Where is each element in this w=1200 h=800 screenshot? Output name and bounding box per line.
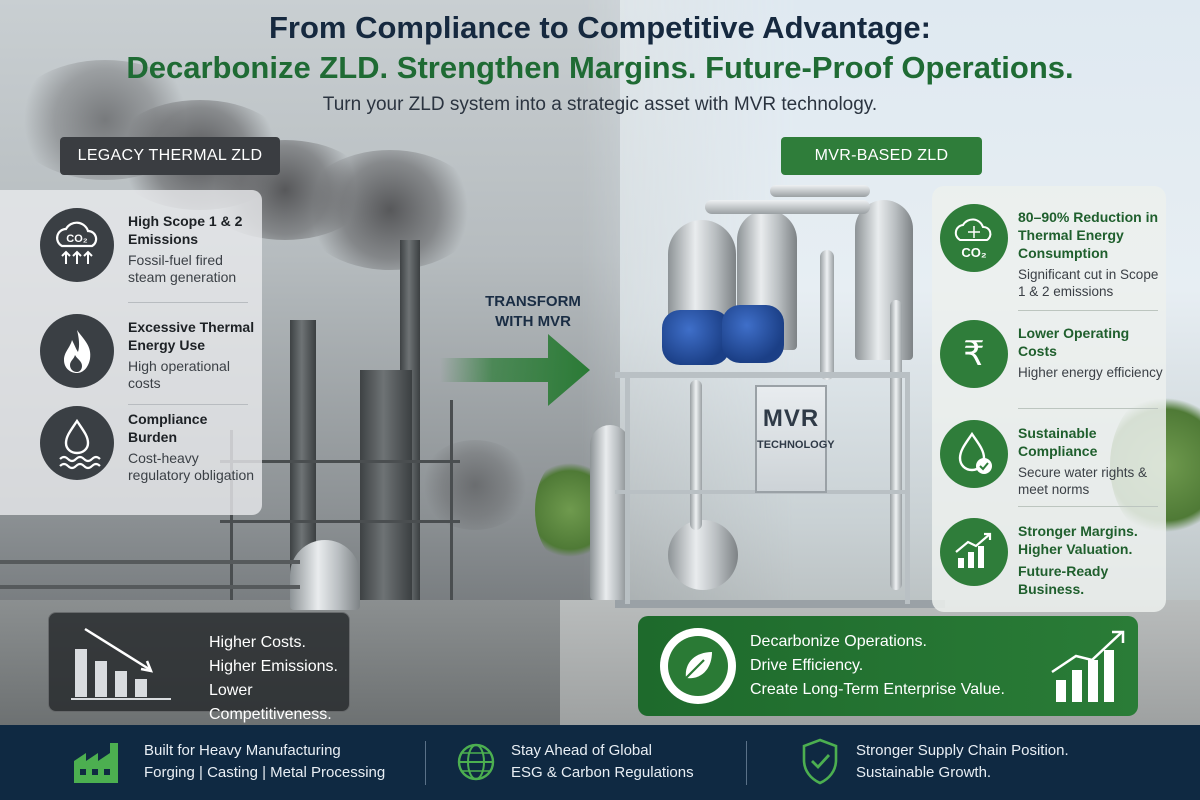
pipe-rack (0, 560, 300, 564)
compressor-motor (722, 305, 784, 363)
legacy-summary-line: Higher Costs. (209, 634, 306, 651)
water-check-icon (940, 420, 1008, 488)
mvr-sign-subtitle: TECHNOLOGY (757, 439, 835, 451)
transform-arrow-icon (440, 334, 590, 406)
divider (1018, 310, 1158, 311)
footer-line: Forging | Casting | Metal Processing (144, 764, 386, 781)
footer-item-supply-chain: Stronger Supply Chain Position. Sustaina… (800, 725, 1100, 800)
divider (128, 404, 248, 405)
pipe (770, 185, 870, 197)
mvr-sign-title: MVR (762, 405, 820, 432)
mvr-item-compliance: Sustainable Compliance Secure water righ… (940, 420, 1166, 500)
structure-frame (220, 520, 460, 523)
page-subtitle: Turn your ZLD system into a strategic as… (322, 94, 878, 115)
mvr-section-label: MVR-BASED ZLD (781, 137, 982, 175)
side-tank (590, 425, 630, 600)
co2-icon-text: CO₂ (961, 245, 987, 260)
co2-cloud-icon: CO₂ (940, 204, 1008, 272)
shield-check-icon (802, 738, 838, 785)
structure-frame (230, 430, 233, 600)
mvr-item-operating-costs: ₹ Lower Operating Costs Higher energy ef… (940, 320, 1166, 400)
pipe (705, 200, 870, 214)
page-title: From Compliance to Competitive Advantage… (269, 10, 931, 45)
skid-frame (615, 372, 910, 378)
mvr-summary-box: Decarbonize Operations. Drive Efficiency… (638, 616, 1138, 716)
globe-icon (457, 743, 495, 781)
pipe (820, 250, 834, 380)
rising-bar-chart-icon (1051, 630, 1125, 702)
footer-line: Stay Ahead of Global (511, 742, 652, 759)
page-title-green: Decarbonize ZLD. Strengthen Margins. Fut… (126, 50, 1074, 85)
growth-chart-icon (940, 518, 1008, 586)
mvr-item-title: 80–90% Reduction in Thermal Energy Consu… (1018, 209, 1159, 261)
legacy-summary-line: Higher Emissions. (209, 658, 338, 675)
legacy-summary-line: Lower Competitiveness. (209, 682, 332, 723)
column-tower (360, 370, 412, 600)
mvr-item-detail: Secure water rights & meet norms (1018, 465, 1148, 497)
skid-frame (905, 372, 910, 604)
divider (1018, 506, 1158, 507)
evaporator-vessel (855, 200, 913, 360)
co2-cloud-icon: CO₂ (40, 208, 114, 282)
structure-frame (450, 400, 453, 600)
mvr-technology-sign: MVR TECHNOLOGY (755, 385, 835, 493)
structure-frame (220, 460, 460, 463)
transform-line1: TRANSFORM (485, 293, 581, 310)
transform-label: TRANSFORM WITH MVR (458, 292, 608, 332)
co2-icon-text: CO₂ (66, 233, 88, 245)
footer-line: Sustainable Growth. (856, 764, 992, 781)
rupee-icon: ₹ (940, 320, 1008, 388)
legacy-item-detail: Fossil-fuel fired steam generation (128, 252, 237, 285)
footer-bar: Built for Heavy Manufacturing Forging | … (0, 725, 1200, 800)
skid-frame (615, 600, 945, 608)
mvr-item-detail: Future-Ready Business. (1018, 563, 1109, 597)
mvr-item-title: Stronger Margins. Higher Valuation. (1018, 523, 1138, 557)
factory-icon (74, 743, 118, 783)
mvr-item-detail: Higher energy efficiency (1018, 365, 1163, 380)
separator-vessel (668, 520, 738, 590)
footer-line: Built for Heavy Manufacturing (144, 742, 341, 759)
legacy-item-title: Excessive Thermal Energy Use (128, 319, 255, 353)
legacy-summary-box: Higher Costs. Higher Emissions. Lower Co… (48, 612, 350, 723)
mvr-summary-line: Create Long-Term Enterprise Value. (750, 681, 1005, 698)
divider (128, 302, 248, 303)
legacy-item-emissions: CO₂ High Scope 1 & 2 Emissions Fossil-fu… (40, 208, 250, 298)
footer-divider (425, 741, 426, 785)
legacy-item-title: Compliance Burden (128, 411, 208, 445)
rupee-symbol: ₹ (963, 334, 985, 374)
legacy-item-title: High Scope 1 & 2 Emissions (128, 213, 243, 247)
mvr-item-title: Sustainable Compliance (1018, 425, 1098, 459)
water-drop-icon (40, 406, 114, 480)
legacy-item-compliance: Compliance Burden Cost-heavy regulatory … (40, 406, 254, 506)
transform-line2: WITH MVR (495, 313, 571, 330)
mvr-summary-line: Decarbonize Operations. (750, 633, 927, 650)
compressor-motor (662, 310, 730, 365)
storage-tank (290, 540, 360, 610)
footer-item-manufacturing: Built for Heavy Manufacturing Forging | … (70, 725, 400, 800)
pipe-rack (0, 585, 300, 589)
footer-line: ESG & Carbon Regulations (511, 764, 694, 781)
flame-icon (40, 314, 114, 388)
legacy-item-detail: Cost-heavy regulatory obligation (128, 450, 255, 483)
pipe (890, 300, 902, 590)
mvr-item-title: Lower Operating Costs (1018, 325, 1130, 359)
legacy-item-detail: High operational costs (128, 358, 230, 391)
legacy-issues-card: CO₂ High Scope 1 & 2 Emissions Fossil-fu… (0, 190, 262, 515)
mvr-item-detail: Significant cut in Scope 1 & 2 emissions (1018, 267, 1159, 299)
mvr-item-thermal-reduction: CO₂ 80–90% Reduction in Thermal Energy C… (940, 204, 1166, 304)
leaf-icon (660, 628, 736, 704)
mvr-summary-line: Drive Efficiency. (750, 657, 864, 674)
pipe (690, 380, 702, 530)
smoke-cloud (420, 440, 530, 530)
mvr-item-margins: Stronger Margins. Higher Valuation. Futu… (940, 518, 1166, 598)
footer-item-esg: Stay Ahead of Global ESG & Carbon Regula… (455, 725, 735, 800)
legacy-section-label: LEGACY THERMAL ZLD (60, 137, 280, 175)
mvr-benefits-card: CO₂ 80–90% Reduction in Thermal Energy C… (932, 186, 1166, 612)
footer-line: Stronger Supply Chain Position. (856, 742, 1069, 759)
declining-bar-chart-icon (71, 627, 171, 700)
legacy-item-thermal: Excessive Thermal Energy Use High operat… (40, 314, 254, 404)
skid-frame (625, 372, 630, 604)
divider (1018, 408, 1158, 409)
footer-divider (746, 741, 747, 785)
